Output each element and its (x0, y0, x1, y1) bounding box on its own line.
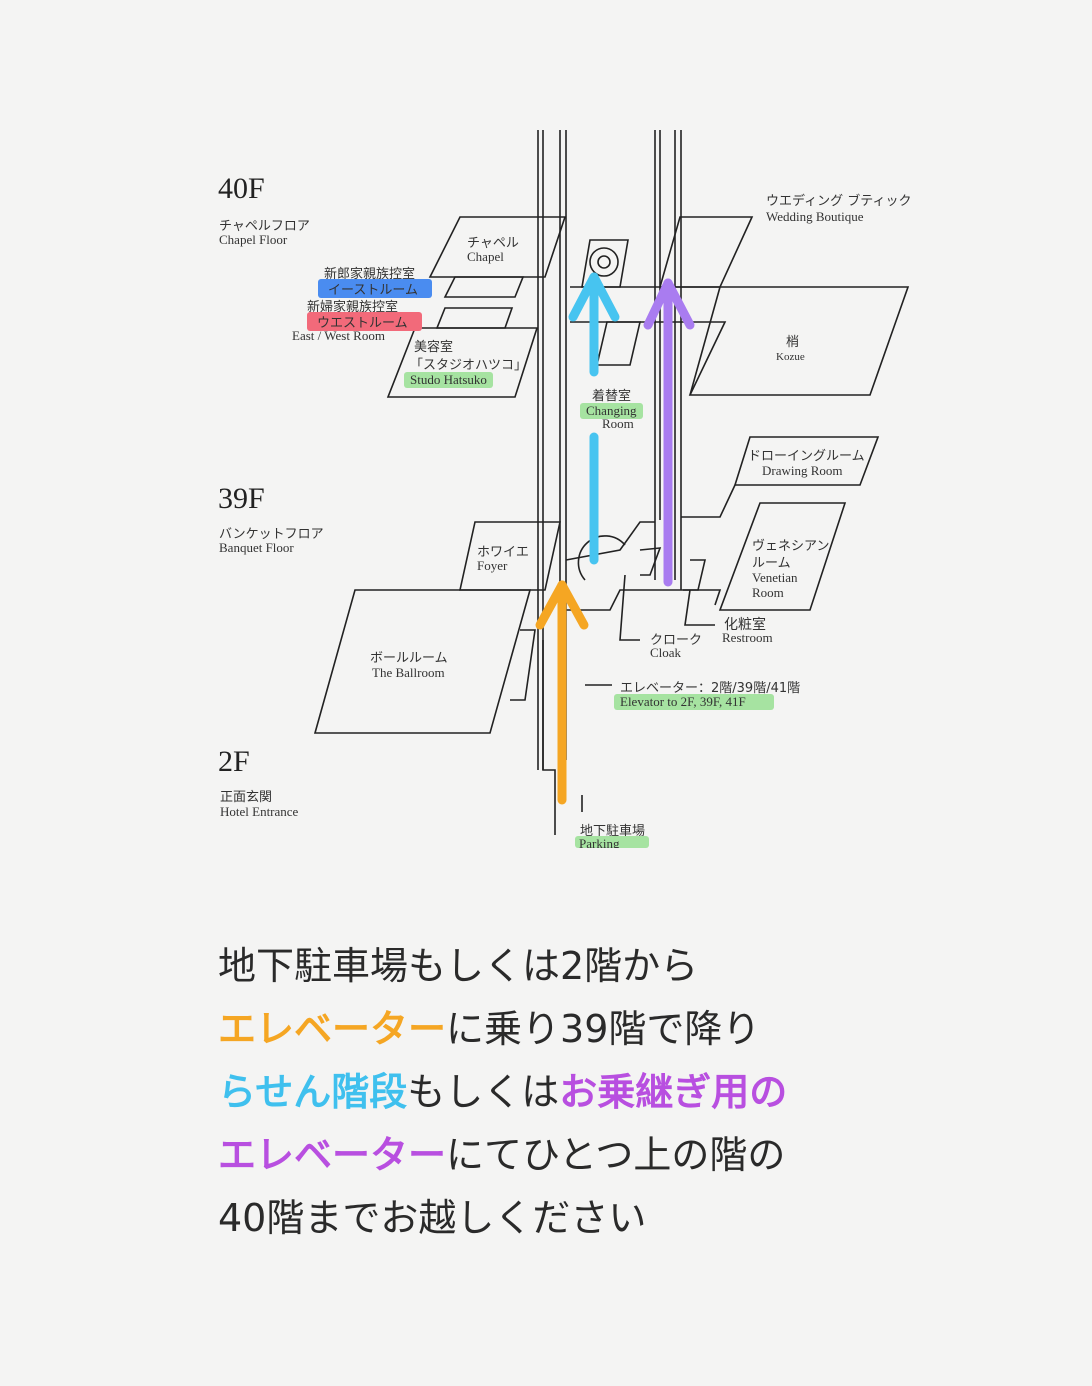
venetian-en: Venetian (752, 570, 798, 585)
venetian-jp2: ルーム (752, 556, 791, 571)
drawing-room-jp: ドローイングルーム (748, 449, 865, 464)
caption-line-2-text: に乗り39階で降り (446, 1007, 761, 1051)
east-room-jp: 新郎家親族控室 (324, 267, 416, 282)
spiral-stair-40f (589, 247, 619, 277)
changing-room-jp: 着替室 (592, 389, 632, 404)
west-room-jp: 新婦家親族控室 (307, 300, 399, 315)
elevator-jp: エレベーター：2階/39階/41階 (620, 681, 801, 696)
venetian-room-shape (718, 502, 847, 611)
ballroom-en: The Ballroom (372, 665, 445, 680)
venetian-en2: Room (752, 585, 784, 600)
drawing-room-shape (733, 436, 880, 486)
west-room-jp2: ウエストルーム (307, 312, 422, 331)
caption-line-3-text: もしくは (407, 1070, 560, 1114)
east-room-shape (443, 276, 525, 298)
boutique-jp: ウエディング ブティック (766, 194, 912, 209)
studio-shape (386, 327, 539, 398)
caption-line-4-text: にてひとつ上の階の (446, 1133, 786, 1177)
floor-40f-label: 40F (218, 172, 265, 205)
floor-40f-en: Chapel Floor (219, 232, 288, 247)
cyan-spiral-stair-arrow (568, 272, 620, 565)
caption-transfer: お乗継ぎ用の (559, 1070, 788, 1114)
ballroom-jp: ボールルーム (370, 651, 448, 666)
changing-room-en: Changing (580, 403, 643, 419)
cloak-jp: クローク (650, 633, 703, 648)
parking-en: Parking (575, 836, 650, 848)
elevator-en: Elevator to 2F, 39F, 41F (614, 694, 774, 710)
boutique-shape (658, 216, 754, 288)
purple-transfer-elevator-arrow (643, 278, 695, 587)
venetian-jp: ヴェネシアン (752, 539, 830, 554)
boutique-en: Wedding Boutique (766, 209, 864, 224)
cloak-en: Cloak (650, 645, 682, 660)
floor-2f-label: 2F (218, 745, 250, 778)
floor-2f-jp: 正面玄関 (220, 790, 273, 805)
restroom-jp: 化粧室 (724, 617, 766, 633)
caption-elevator-orange: エレベーター (218, 1007, 447, 1051)
caption-line-4: エレベーターにてひとつ上の階の (218, 1124, 787, 1187)
floor-39f-jp: バンケットフロア (219, 527, 324, 542)
caption-elevator-purple: エレベーター (218, 1133, 447, 1177)
directions-caption: 地下駐車場もしくは2階から エレベーターに乗り39階で降り らせん階段もしくはお… (218, 935, 787, 1250)
studio-jp2: 「スタジオハツコ」 (410, 358, 528, 373)
parking-jp: 地下駐車場 (580, 824, 646, 839)
kozue-en: Kozue (776, 351, 805, 363)
changing-room-shape (595, 321, 642, 366)
restroom-en: Restroom (722, 630, 773, 645)
ballroom-shape (313, 589, 532, 734)
studio-en: Studo Hatsuko (404, 372, 493, 388)
chapel-shape (428, 216, 567, 278)
studio-jp: 美容室 (414, 340, 454, 355)
chapel-en: Chapel (467, 249, 504, 264)
foyer-en: Foyer (477, 558, 508, 573)
kozue-jp: 梢 (786, 335, 800, 350)
floor-40f-jp: チャペルフロア (219, 219, 310, 234)
floor-39f-label: 39F (218, 482, 265, 515)
caption-line-1: 地下駐車場もしくは2階から (218, 944, 699, 988)
caption-line-3: らせん階段もしくはお乗継ぎ用の (218, 1061, 787, 1124)
floor-2f-en: Hotel Entrance (220, 804, 299, 819)
caption-line-5: 40階までお越しください (218, 1196, 647, 1240)
chapel-jp: チャペル (467, 236, 519, 251)
caption-spiral-stairs: らせん階段 (218, 1070, 408, 1114)
foyer-shape (459, 521, 561, 591)
orange-elevator-arrow (535, 580, 589, 805)
east-west-room-en: East / West Room (292, 328, 385, 343)
drawing-room-en: Drawing Room (762, 463, 843, 478)
changing-room-en2: Room (602, 416, 634, 431)
caption-line-2: エレベーターに乗り39階で降り (218, 998, 787, 1061)
east-room-jp2: イーストルーム (318, 279, 432, 298)
floor-39f-en: Banquet Floor (219, 540, 294, 555)
foyer-jp: ホワイエ (477, 545, 529, 560)
west-room-shape (435, 307, 514, 329)
